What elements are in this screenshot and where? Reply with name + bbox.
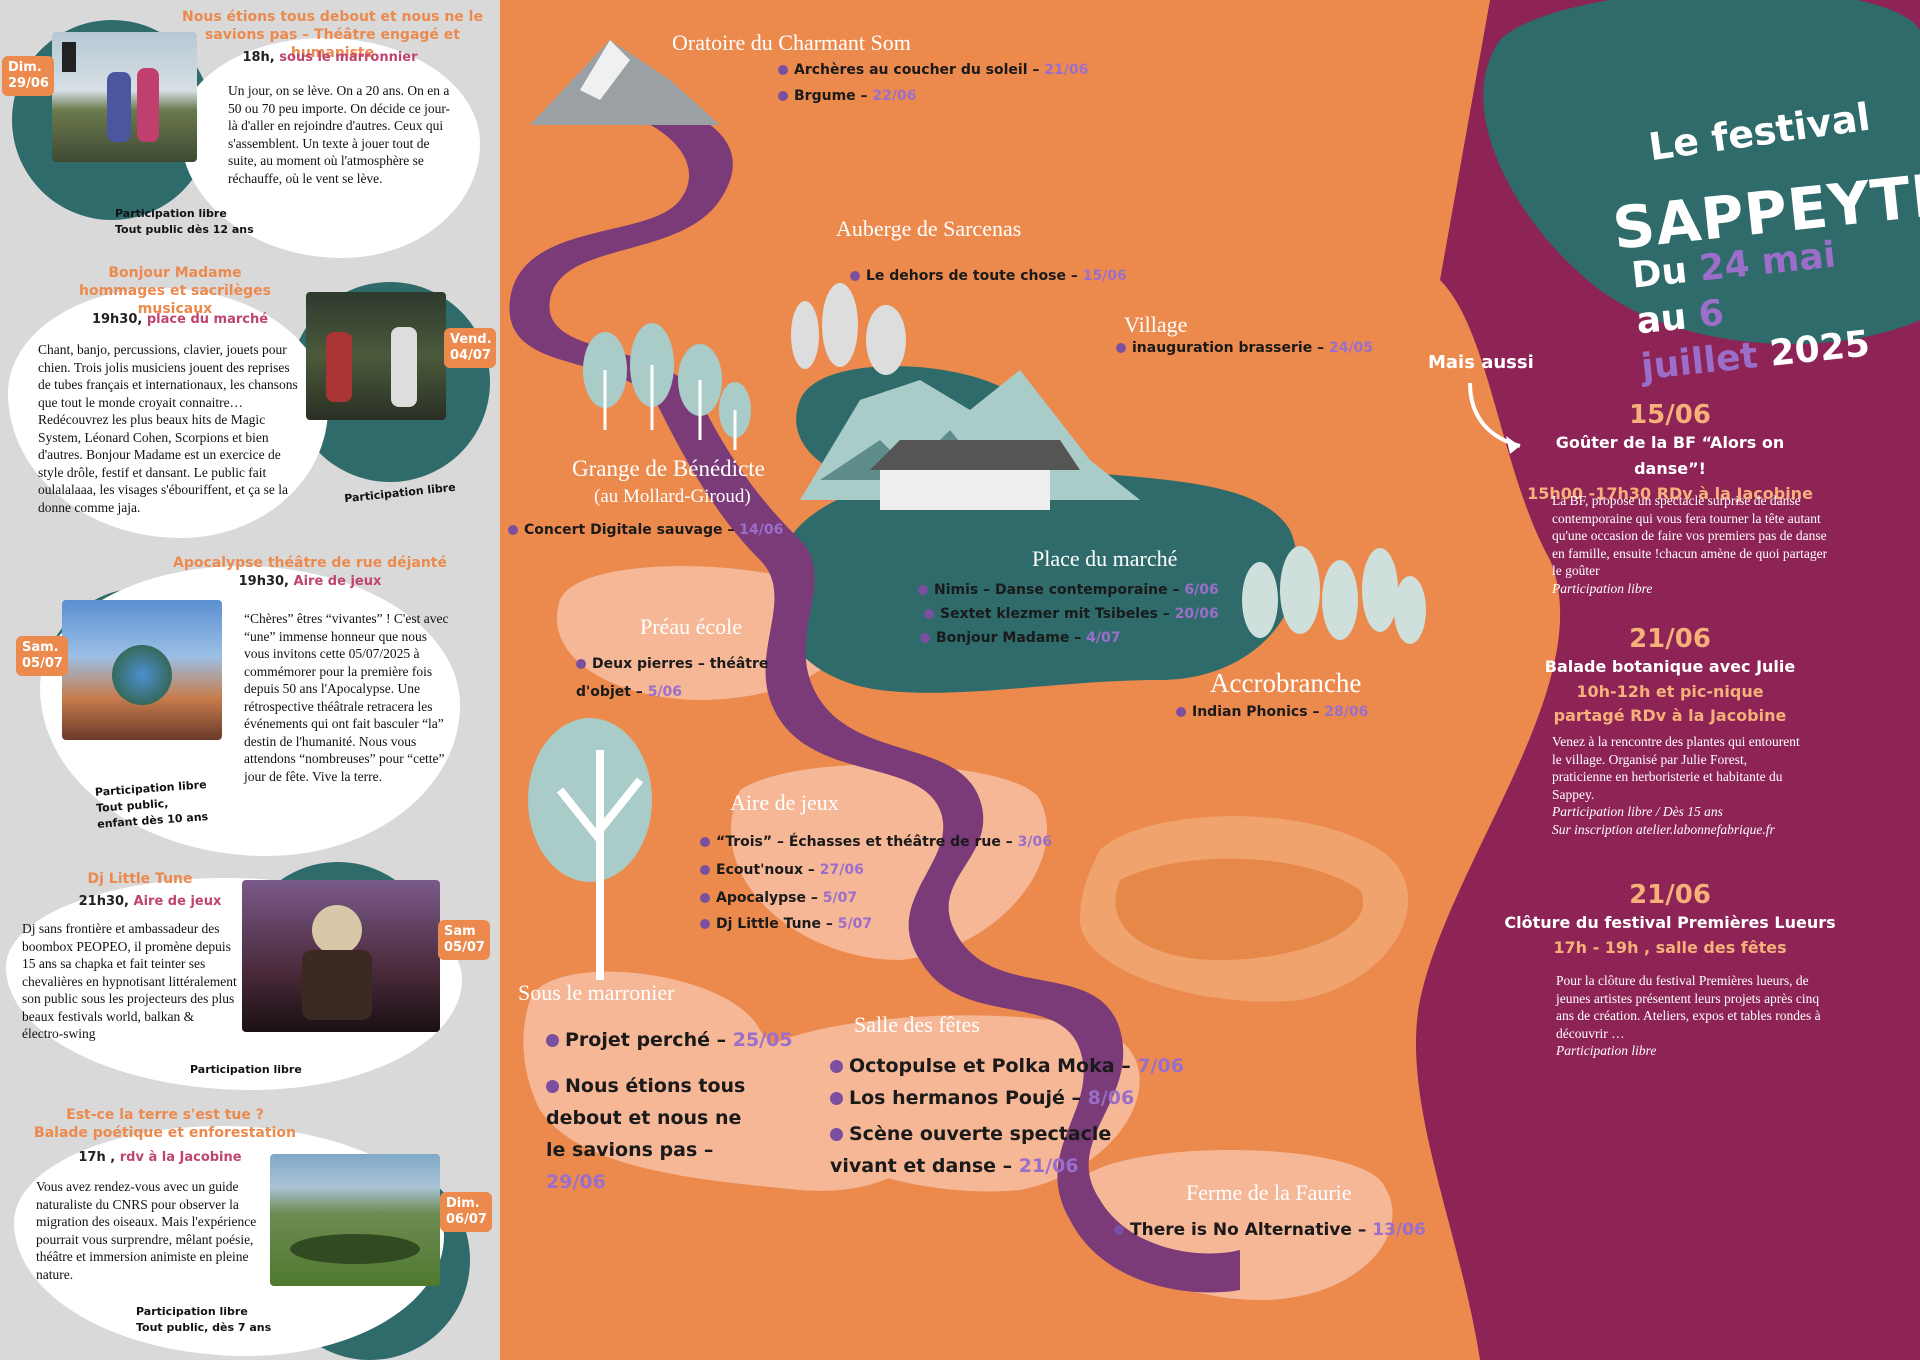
venue-auberge: Auberge de Sarcenas <box>836 216 1022 241</box>
date-badge: Sam. 05/07 <box>16 636 68 676</box>
right-event-gouter-body: La BF, propose un spectacle surprise de … <box>1552 493 1828 596</box>
photo-theatre-outdoor <box>52 32 197 162</box>
event-concert-digitale[interactable]: Concert Digitale sauvage – 14/06 <box>508 522 783 538</box>
card-title: Apocalypse théâtre de rue déjanté <box>173 555 447 571</box>
event-card-dj-little-tune: Sam 05/07 Dj Little Tune 21h30, Aire de … <box>0 862 500 1092</box>
card-note: Participation libre <box>190 1063 302 1076</box>
photo-meadow-group <box>270 1154 440 1286</box>
card-title: Bonjour Madame hommages et sacrilèges mu… <box>79 265 271 317</box>
event-deux-pierres[interactable]: Deux pierres – théâtre d'objet – 5/06 <box>576 656 769 700</box>
event-indian-phonics[interactable]: Indian Phonics – 28/06 <box>1176 704 1368 720</box>
date-badge: Sam 05/07 <box>438 920 490 960</box>
card-time: 21h30, Aire de jeux <box>78 894 222 909</box>
event-card-nous-etions: Dim. 29/06 Nous étions tous debout et no… <box>0 0 500 260</box>
venue-grange: Grange de Bénédicte <box>572 456 765 481</box>
venue-village: Village <box>1124 312 1188 337</box>
card-title: Est-ce la terre s'est tue ? Balade poéti… <box>34 1107 296 1141</box>
event-sextet[interactable]: Sextet klezmer mit Tsibeles – 20/06 <box>924 606 1219 622</box>
card-note: Participation libre <box>343 480 457 506</box>
card-body: Vous avez rendez-vous avec un guide natu… <box>36 1179 257 1282</box>
event-bonjour-madame[interactable]: Bonjour Madame – 4/07 <box>920 630 1120 646</box>
date-badge: Dim. 06/07 <box>440 1192 492 1232</box>
event-trois[interactable]: “Trois” – Échasses et théâtre de rue – 3… <box>700 834 1052 850</box>
festival-dates: Du 24 mai au 6 juillet 2025 <box>1629 234 1872 389</box>
event-brgume[interactable]: Brgume – 22/06 <box>778 88 916 104</box>
card-body: Chant, banjo, percussions, clavier, joue… <box>38 342 298 515</box>
event-dj-little-tune[interactable]: Dj Little Tune – 5/07 <box>700 916 872 932</box>
arrow-icon <box>1468 382 1521 454</box>
festival-map: Oratoire du Charmant Som Archères au cou… <box>500 0 1920 1360</box>
venue-accrobranche: Accrobranche <box>1210 668 1362 698</box>
right-event-cloture: 21/06 Clôture du festival Premières Lueu… <box>1504 880 1836 957</box>
event-projet-perche[interactable]: Projet perché – 25/05 <box>546 1024 793 1056</box>
venue-oratoire: Oratoire du Charmant Som <box>672 30 911 55</box>
photo-musicians <box>306 292 446 420</box>
event-inauguration[interactable]: inauguration brasserie – 24/05 <box>1116 340 1373 356</box>
event-scene-ouverte[interactable]: Scène ouverte spectacle vivant et danse … <box>830 1123 1112 1177</box>
event-archeres[interactable]: Archères au coucher du soleil – 21/06 <box>778 62 1088 78</box>
card-note: Participation libre Tout public, dès 7 a… <box>136 1305 272 1334</box>
venue-aire-jeux: Aire de jeux <box>730 790 839 815</box>
event-ecoutnoux[interactable]: Ecout'noux – 27/06 <box>700 862 864 878</box>
card-title: Dj Little Tune <box>87 871 193 887</box>
card-body: Dj sans frontière et ambassadeur des boo… <box>22 921 237 1041</box>
right-event-gouter: 15/06 Goûter de la BF “Alors on danse”! … <box>1527 400 1813 503</box>
date-badge: Dim. 29/06 <box>2 56 54 96</box>
card-time: 18h, sous le marronnier <box>242 50 418 65</box>
event-octopulse[interactable]: Octopulse et Polka Moka – 7/06 <box>830 1050 1184 1082</box>
card-note: Participation libre Tout public dès 12 a… <box>115 207 254 236</box>
right-event-balade: 21/06 Balade botanique avec Julie 10h-12… <box>1544 624 1796 725</box>
left-program-column: Dim. 29/06 Nous étions tous debout et no… <box>0 0 500 1360</box>
card-title: Nous étions tous debout et nous ne le sa… <box>182 9 483 61</box>
card-time: 17h , rdv à la Jacobine <box>78 1150 242 1165</box>
event-le-dehors[interactable]: Le dehors de toute chose – 15/06 <box>850 268 1127 284</box>
photo-apocalypse-actors <box>62 600 222 740</box>
right-event-balade-body: Venez à la rencontre des plantes qui ent… <box>1552 734 1800 837</box>
photo-dj <box>242 880 440 1032</box>
event-no-alternative[interactable]: There is No Alternative – 13/06 <box>1114 1220 1426 1240</box>
card-body: Un jour, on se lève. On a 20 ans. On en … <box>228 83 451 186</box>
event-card-apocalypse: Sam. 05/07 Apocalypse théâtre de rue déj… <box>0 548 500 858</box>
right-event-cloture-body: Pour la clôture du festival Premières lu… <box>1556 973 1821 1058</box>
venue-grange-sub: (au Mollard-Giroud) <box>594 486 751 507</box>
venue-salle-fetes: Salle des fêtes <box>854 1012 980 1037</box>
venue-place-marche: Place du marché <box>1032 546 1178 571</box>
event-card-bonjour-madame: Vend. 04/07 Bonjour Madame hommages et s… <box>0 262 500 542</box>
venue-ferme: Ferme de la Faurie <box>1186 1180 1352 1205</box>
card-body: “Chères” êtres “vivantes” ! C'est avec “… <box>244 611 449 784</box>
event-nous-etions[interactable]: Nous étions tous debout et nous ne le sa… <box>546 1075 746 1193</box>
event-hermanos[interactable]: Los hermanos Poujé – 8/06 <box>830 1082 1134 1114</box>
card-time: 19h30, place du marché <box>91 312 269 327</box>
event-apocalypse[interactable]: Apocalypse – 5/07 <box>700 890 857 906</box>
venue-preau: Préau école <box>640 614 742 639</box>
map-illustration <box>509 0 1920 1360</box>
card-time: 19h30, Aire de jeux <box>238 574 382 589</box>
venue-marronier: Sous le marronier <box>518 980 675 1005</box>
date-badge: Vend. 04/07 <box>444 328 496 368</box>
card-note: Participation libre Tout public, enfant … <box>94 778 209 831</box>
mais-aussi-label: Mais aussi <box>1428 352 1534 373</box>
event-nimis[interactable]: Nimis – Danse contemporaine – 6/06 <box>918 582 1219 598</box>
event-card-terre: Dim. 06/07 Est-ce la terre s'est tue ? B… <box>0 1100 500 1360</box>
